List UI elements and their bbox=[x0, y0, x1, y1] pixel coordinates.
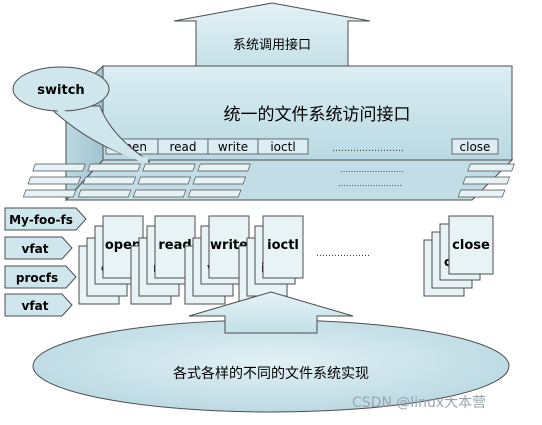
vfs-cell-read: read bbox=[157, 138, 209, 155]
implementations-label: 各式各样的不同的文件系统实现 bbox=[173, 366, 369, 382]
switch-callout: switch bbox=[12, 66, 151, 164]
svg-text:vfat: vfat bbox=[22, 299, 49, 313]
vfs-slots bbox=[22, 163, 515, 198]
implementations-ellipse: 各式各样的不同的文件系统实现 bbox=[32, 319, 510, 413]
svg-text:ioctl: ioctl bbox=[270, 140, 295, 154]
fs-tag-vfat-1: vfat bbox=[4, 236, 73, 260]
op-card-front bbox=[448, 215, 494, 275]
switch-label: switch bbox=[37, 83, 84, 98]
svg-text:procfs: procfs bbox=[16, 271, 58, 285]
fs-tag-my-foo-fs: My-foo-fs bbox=[4, 207, 87, 231]
implementations-up-arrow bbox=[188, 291, 354, 334]
svg-text:My-foo-fs: My-foo-fs bbox=[9, 213, 73, 227]
op-stack-write: wwrite bbox=[184, 215, 250, 305]
vfs-slot-ellipsis-1: …………………… bbox=[340, 165, 404, 174]
syscall-arrow: 系统调用接口 bbox=[173, 2, 371, 71]
svg-text:write: write bbox=[218, 140, 248, 154]
vfs-cell-close: close bbox=[451, 138, 499, 155]
vfs-title: 统一的文件系统访问接口 bbox=[224, 105, 411, 125]
svg-text:close: close bbox=[460, 140, 491, 154]
vfs-cell-ioctl: ioctl bbox=[257, 138, 309, 155]
vfs-cell-write: write bbox=[207, 138, 259, 155]
syscall-arrow-label: 系统调用接口 bbox=[233, 37, 311, 53]
csdn-watermark: CSDN @linux大本营 bbox=[352, 395, 487, 411]
svg-text:vfat: vfat bbox=[22, 242, 49, 256]
vfs-cell-ellipsis: …………………… bbox=[332, 144, 404, 154]
op-ellipsis: ……………… bbox=[316, 249, 370, 259]
op-card-back-letter: c bbox=[444, 255, 451, 269]
op-card-label: read bbox=[158, 238, 191, 253]
op-stack-read: rread bbox=[130, 215, 196, 305]
op-card-front bbox=[262, 215, 304, 279]
fs-tag-procfs: procfs bbox=[4, 265, 77, 289]
op-card-label: ioctl bbox=[267, 238, 299, 253]
op-card-label: close bbox=[452, 238, 490, 253]
svg-text:read: read bbox=[169, 140, 196, 154]
vfs-slot-ellipsis-2: …………………… bbox=[338, 179, 402, 188]
fs-tag-vfat-2: vfat bbox=[4, 293, 73, 317]
